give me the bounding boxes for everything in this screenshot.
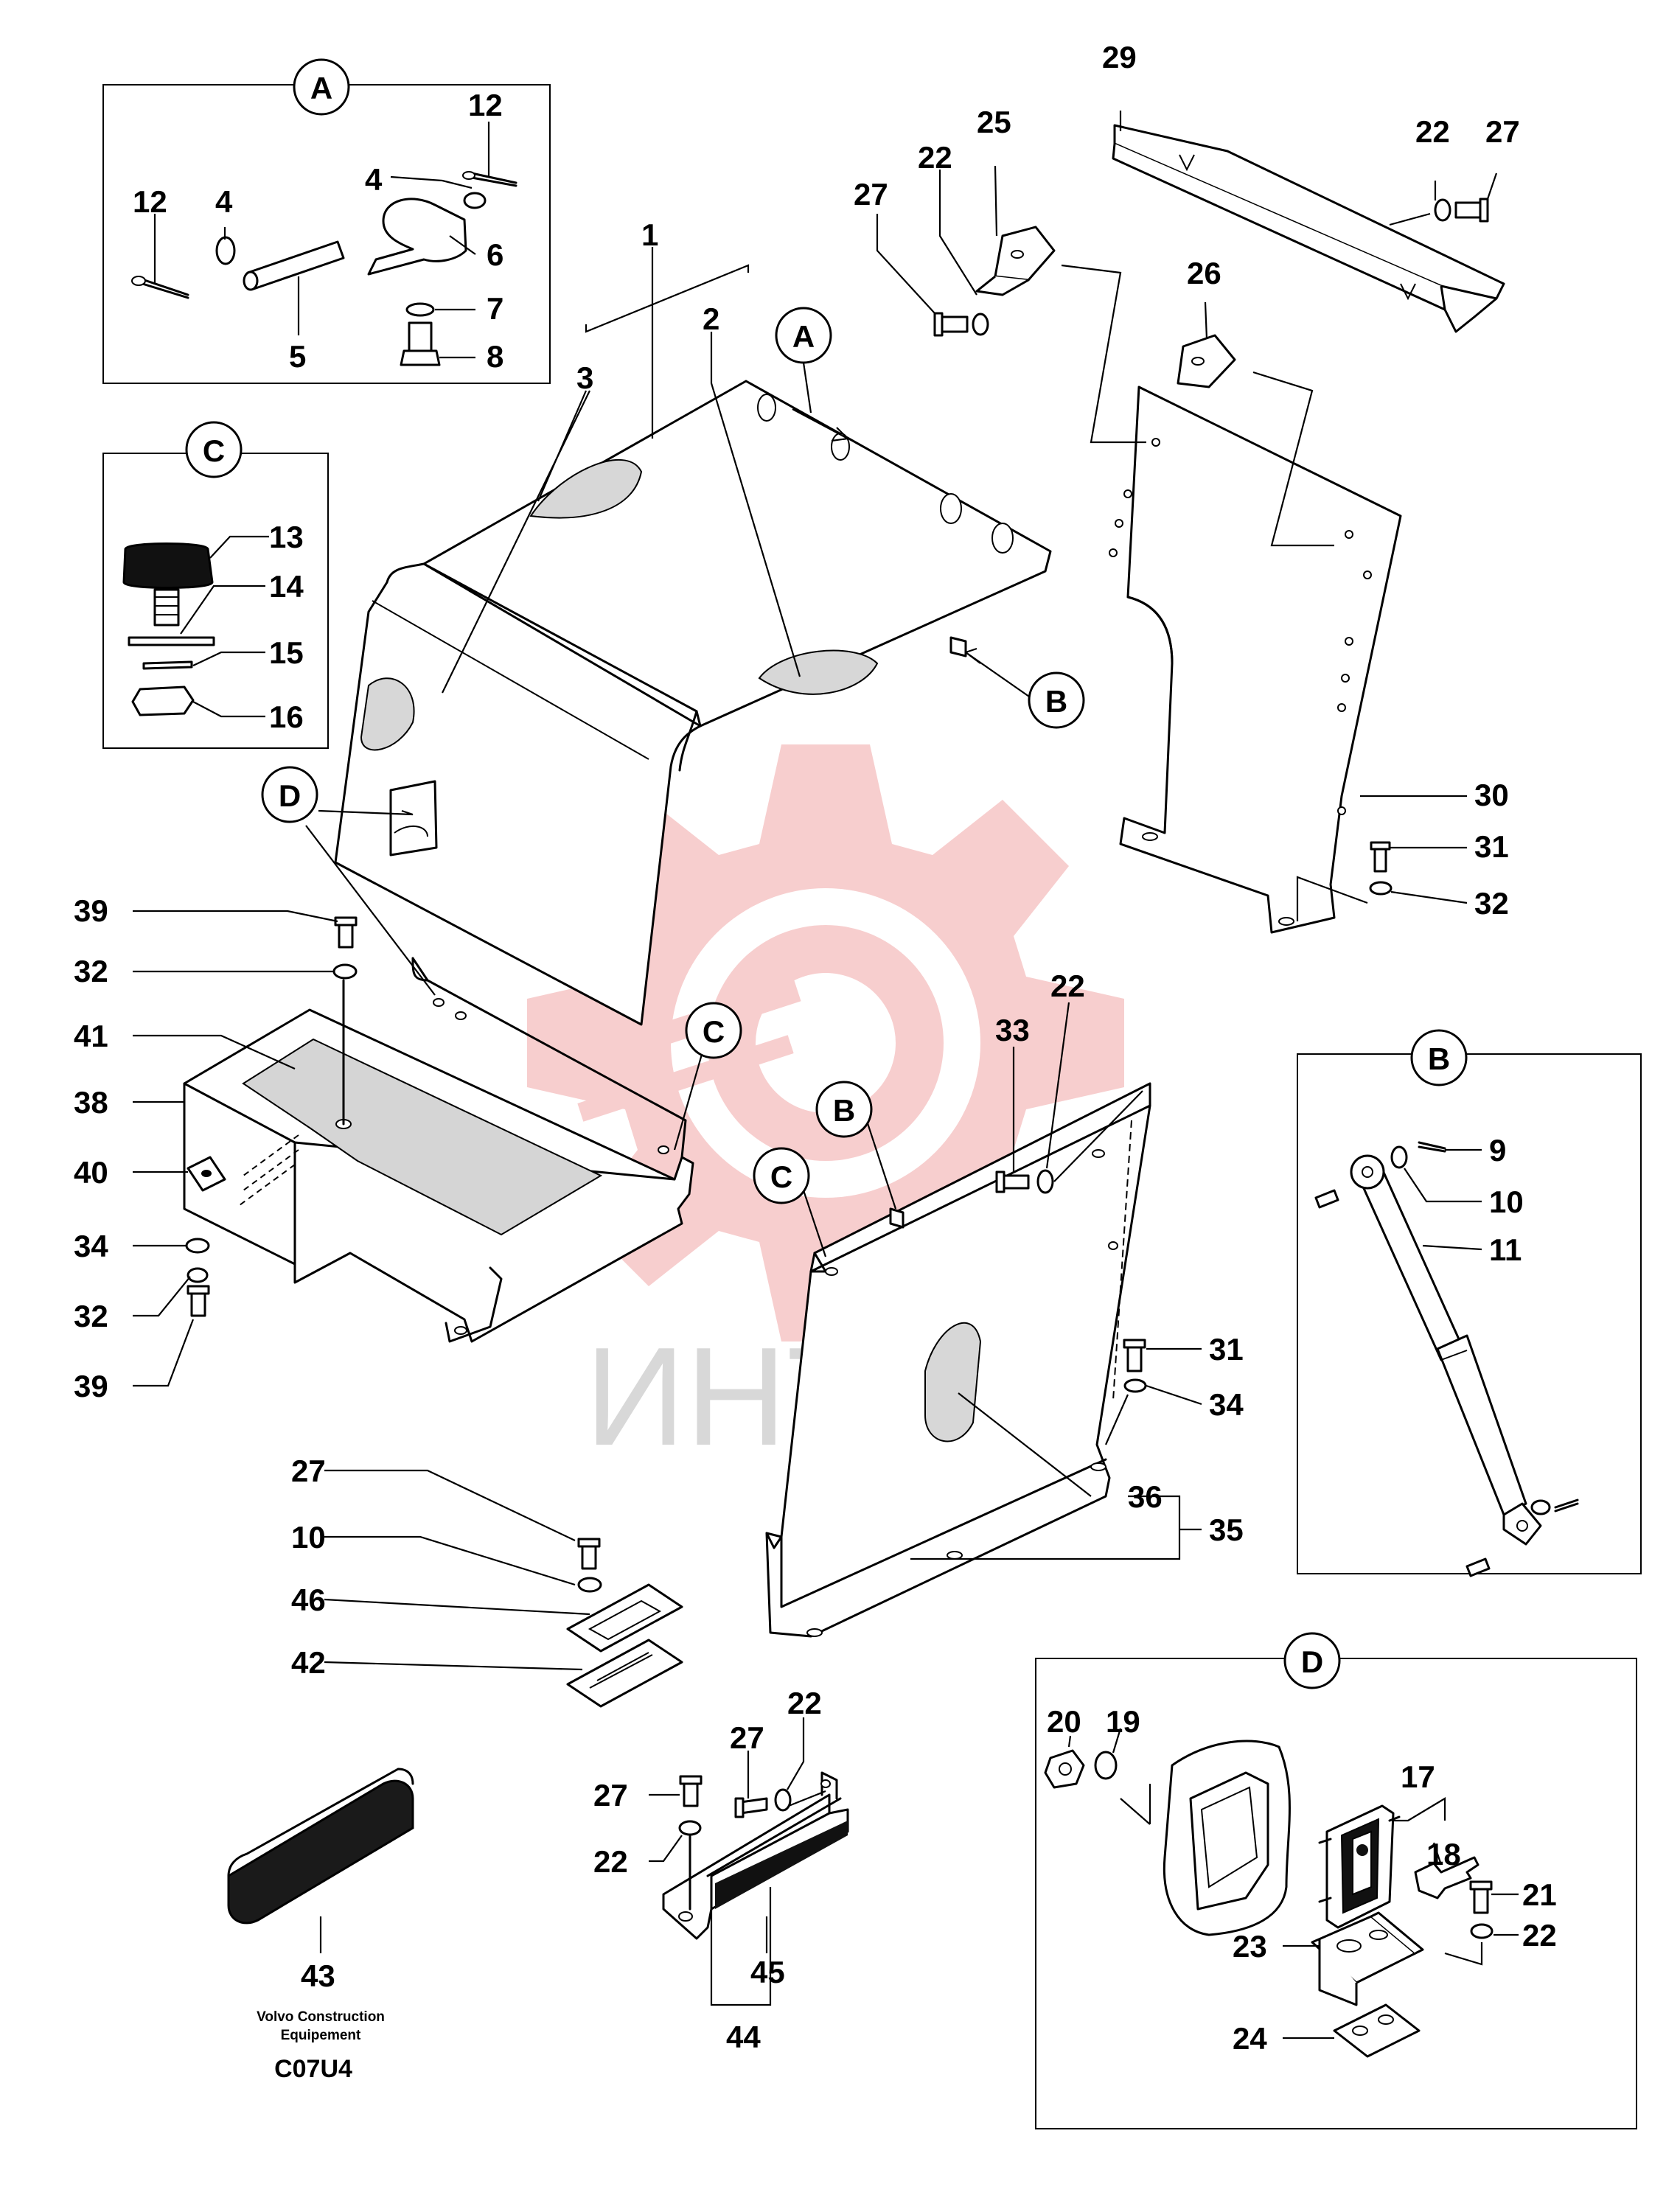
label-39-bottom: 39	[74, 1369, 108, 1403]
label-2: 2	[703, 301, 719, 336]
detail-box-b-letter: B	[1428, 1042, 1450, 1076]
reference-callouts: A D C B B C	[261, 307, 1085, 1204]
detail-box-d-letter: D	[1301, 1644, 1323, 1679]
label-29: 29	[1102, 40, 1137, 74]
label-35: 35	[1209, 1513, 1244, 1547]
label-16: 16	[269, 699, 304, 734]
label-10-plates: 10	[291, 1520, 326, 1555]
detail-box-a: A	[102, 58, 551, 384]
front-side-panel	[673, 1002, 1202, 1638]
label-45: 45	[750, 1955, 785, 1989]
hinge-pin-shape	[246, 240, 345, 290]
label-43: 43	[301, 1958, 335, 1993]
label-15: 15	[269, 635, 304, 670]
label-31-panel: 31	[1209, 1332, 1244, 1367]
label-3: 3	[576, 360, 593, 395]
label-44: 44	[726, 2020, 761, 2054]
label-9: 9	[1489, 1133, 1506, 1168]
label-32-right: 32	[1474, 886, 1509, 921]
label-22-top-left: 22	[918, 140, 952, 175]
label-7: 7	[487, 291, 503, 326]
label-6: 6	[487, 237, 503, 272]
base-tray	[133, 809, 694, 1387]
label-21: 21	[1522, 1877, 1557, 1912]
label-25: 25	[977, 105, 1011, 139]
label-14: 14	[269, 569, 304, 604]
label-8: 8	[487, 339, 503, 374]
label-12-b: 12	[133, 184, 167, 219]
callout-a: A	[792, 319, 815, 354]
label-4-a: 4	[365, 162, 383, 197]
detail-box-c: C	[102, 421, 329, 749]
label-40: 40	[74, 1155, 108, 1190]
label-30: 30	[1474, 778, 1509, 812]
label-27-top-right: 27	[1485, 114, 1520, 149]
brand-line-2: Equipement	[281, 2028, 361, 2043]
label-36: 36	[1128, 1479, 1163, 1514]
label-38: 38	[74, 1085, 108, 1120]
label-34-panel: 34	[1209, 1387, 1244, 1422]
callout-c-panel: C	[770, 1159, 792, 1194]
label-32-bottom: 32	[74, 1299, 108, 1333]
step-bracket	[649, 1717, 849, 2006]
hinge-shape	[367, 198, 467, 276]
brand-line-1: Volvo Construction	[257, 2009, 385, 2025]
label-22-bracket: 22	[787, 1686, 822, 1720]
label-32-top: 32	[74, 954, 108, 988]
label-11: 11	[1489, 1232, 1522, 1267]
label-39-top: 39	[74, 893, 108, 928]
detail-box-b: B	[1297, 1029, 1642, 1577]
label-33: 33	[995, 1013, 1030, 1047]
label-34-left: 34	[74, 1229, 108, 1263]
callout-c-tray: C	[703, 1014, 725, 1049]
label-27-plates: 27	[291, 1454, 326, 1488]
label-24: 24	[1233, 2021, 1267, 2056]
label-12-a: 12	[468, 88, 503, 122]
label-42: 42	[291, 1645, 326, 1680]
engine-hood-cover	[334, 247, 1052, 1026]
callout-d: D	[279, 778, 301, 813]
shim-plates	[324, 1469, 683, 1708]
label-5: 5	[289, 339, 306, 374]
label-18: 18	[1426, 1837, 1461, 1871]
label-1: 1	[641, 217, 658, 252]
callout-b-hood: B	[1045, 684, 1067, 719]
label-4-b: 4	[215, 184, 233, 219]
label-10-b: 10	[1489, 1184, 1524, 1219]
label-22-bracket-left: 22	[593, 1844, 628, 1879]
part-number-labels: 12 4 12 4 6 7 5 8 1 2 3 13 14 15 16 29 2…	[74, 40, 1557, 2056]
label-22-d: 22	[1522, 1918, 1557, 1953]
label-27-top-left: 27	[854, 177, 888, 212]
label-26: 26	[1187, 256, 1221, 290]
detail-box-c-letter: C	[203, 433, 225, 468]
label-23: 23	[1233, 1929, 1267, 1964]
label-41: 41	[74, 1019, 108, 1053]
knob-shape	[122, 542, 214, 589]
detail-box-a-letter: A	[310, 71, 332, 105]
label-27-bracket-left: 27	[593, 1778, 628, 1812]
callout-b-panel: B	[833, 1093, 855, 1128]
rubber-pad	[227, 1768, 414, 1953]
label-27-bracket: 27	[730, 1720, 764, 1755]
label-20: 20	[1047, 1704, 1081, 1739]
label-17: 17	[1401, 1759, 1435, 1794]
label-22-panel: 22	[1050, 969, 1085, 1003]
drawing-code: C07U4	[274, 2055, 352, 2083]
label-19: 19	[1106, 1704, 1140, 1739]
label-46: 46	[291, 1583, 326, 1617]
footer-brand: Volvo Construction Equipement C07U4	[257, 2009, 385, 2083]
label-22-top-right: 22	[1415, 114, 1450, 149]
detail-box-d: D	[1035, 1632, 1637, 2129]
label-13: 13	[269, 520, 304, 554]
label-31-right: 31	[1474, 829, 1509, 864]
right-side-panel-assembly	[876, 111, 1505, 934]
